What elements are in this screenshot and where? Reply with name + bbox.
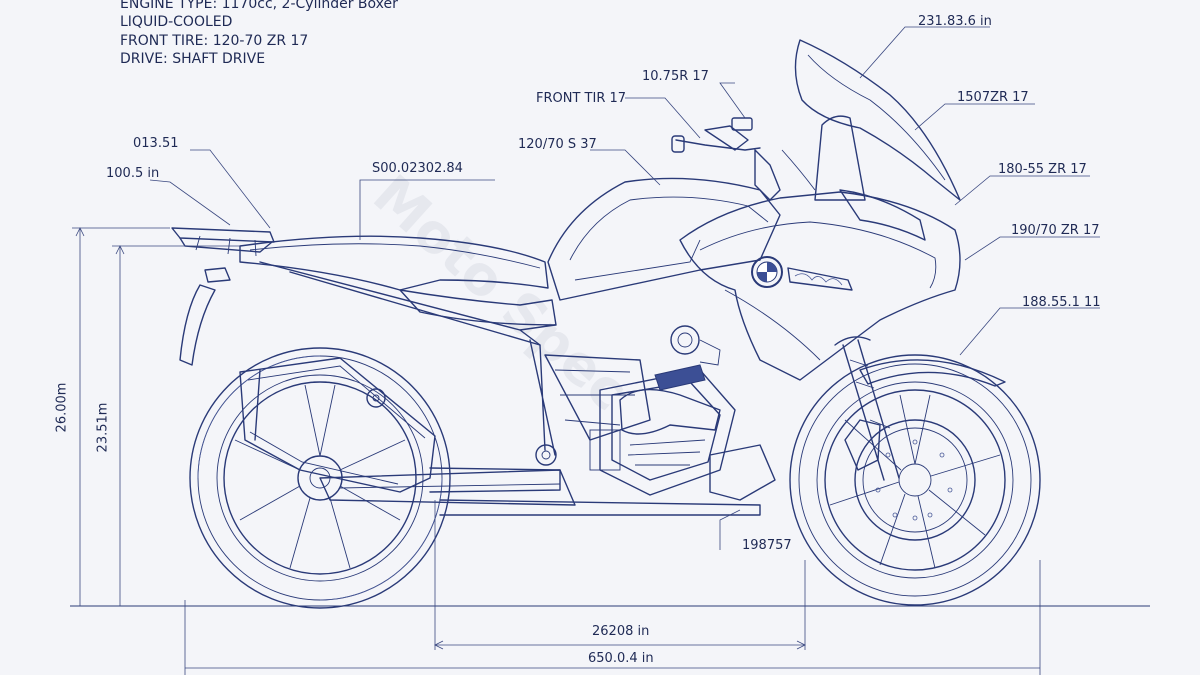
front-fairing (679, 115, 961, 381)
callout-front-tir: FRONT TIR 17 (536, 91, 627, 106)
windscreen-edge (807, 54, 946, 181)
callout-013: 013.51 (133, 136, 179, 151)
handlebar (671, 117, 816, 201)
spec-drive: DRIVE: SHAFT DRIVE (120, 51, 266, 67)
callout-120-70-s37: 120/70 S 37 (518, 137, 597, 152)
callout-1507: 1507ZR 17 (957, 90, 1029, 105)
length-dimensions (184, 500, 1041, 675)
fuel-tank (547, 177, 781, 301)
boxer-engine (589, 325, 776, 501)
swingarm-shaft (319, 469, 761, 516)
luggage-rack (171, 227, 275, 366)
spec-front-tire: FRONT TIRE: 120-70 ZR 17 (120, 33, 309, 49)
callout-100-in: 100.5 in (106, 166, 160, 181)
pannier-case (239, 357, 436, 493)
rear-wheel (189, 347, 451, 609)
callout-18855: 188.55.1 11 (1022, 295, 1101, 310)
spec-cooling: LIQUID-COOLED (120, 14, 233, 30)
front-fender (859, 359, 1006, 387)
front-wheel (789, 354, 1041, 606)
callout-18055: 180-55 ZR 17 (998, 162, 1087, 177)
spec-engine-type: ENGINE TYPE: 1170cc, 2-Cylinder Boxer (120, 0, 398, 12)
dim-overall-length: 650.0.4 in (588, 651, 654, 666)
dim-wheelbase: 26208 in (592, 624, 650, 639)
callout-2318: 231.83.6 in (918, 14, 992, 29)
callout-s00: S00.02302.84 (372, 161, 463, 176)
leader-lines (149, 26, 1100, 550)
dim-overall-height: 26.00m (54, 382, 70, 433)
model-script (787, 267, 853, 291)
callout-198757: 198757 (742, 538, 792, 553)
callout-19070: 190/70 ZR 17 (1011, 223, 1100, 238)
front-fork (834, 336, 900, 481)
height-dimensions (72, 227, 240, 606)
callout-1075r: 10.75R 17 (642, 69, 709, 84)
bmw-logo (751, 256, 783, 288)
windscreen (794, 39, 961, 201)
dim-seat-height: 23.51m (95, 402, 111, 453)
frame (259, 261, 651, 466)
seat (239, 235, 557, 326)
exhaust-pipe (429, 467, 561, 493)
